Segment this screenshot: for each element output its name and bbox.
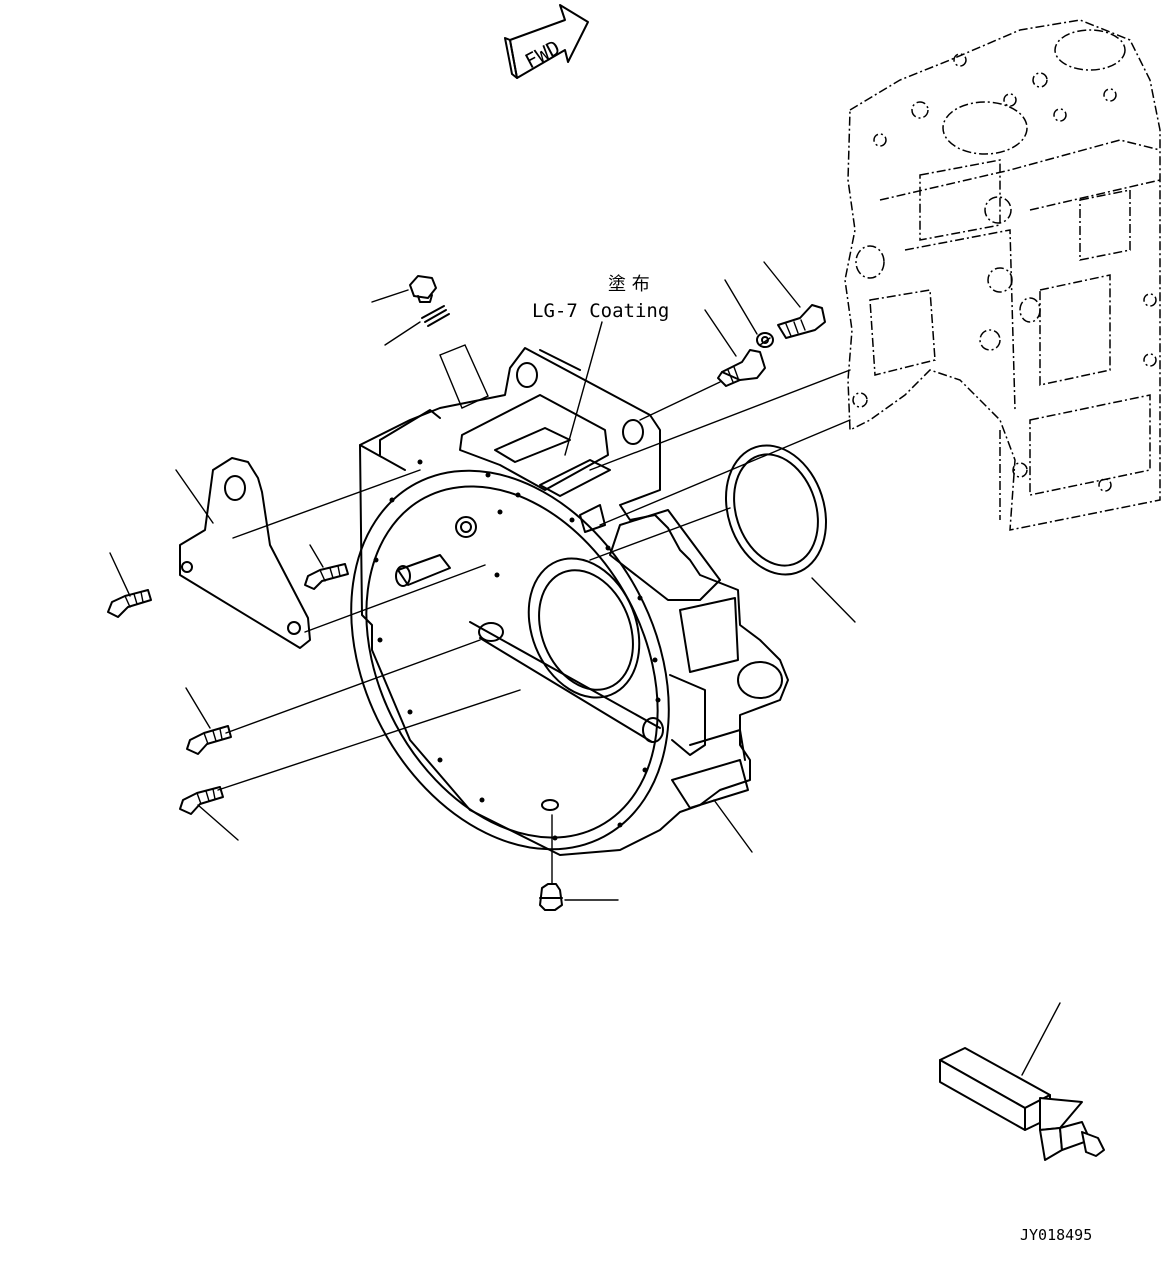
drain-plug-icon bbox=[539, 883, 563, 911]
lifting-bracket bbox=[179, 457, 311, 649]
o-ring-icon bbox=[421, 305, 450, 327]
fwd-arrow-icon: FWD bbox=[504, 4, 589, 79]
bolt-sensor bbox=[777, 304, 826, 339]
bolt-housing-small bbox=[304, 563, 349, 590]
engine-block bbox=[844, 19, 1161, 531]
coating-label-en: LG-7 Coating bbox=[532, 300, 669, 322]
leader-lines bbox=[109, 261, 1061, 1076]
drawing-number: JY018495 bbox=[1020, 1226, 1092, 1244]
flywheel-housing bbox=[350, 347, 789, 856]
coating-label-jp: 塗 布 bbox=[608, 273, 650, 295]
bolt-housing-1 bbox=[186, 725, 232, 755]
oil-seal bbox=[725, 444, 827, 576]
speed-sensor bbox=[717, 349, 766, 387]
installer-tool bbox=[939, 1047, 1105, 1161]
bolt-housing-2 bbox=[179, 786, 224, 815]
plug-icon bbox=[409, 275, 437, 303]
